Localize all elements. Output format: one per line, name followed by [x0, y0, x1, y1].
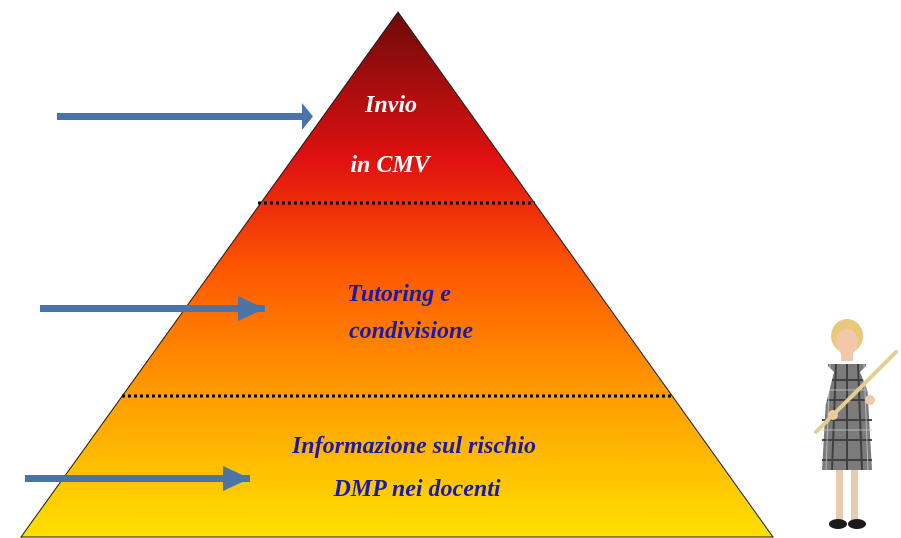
- arrow-bottom: [25, 466, 250, 491]
- arrow-top: [57, 103, 313, 130]
- teacher-with-pointer-illustration: [814, 319, 898, 529]
- tier-middle-label: Tutoring e condivisione: [347, 281, 473, 344]
- tier-bottom-line-1: Informazione sul rischio: [291, 433, 536, 459]
- tier-top-line-2: in CMV: [350, 152, 431, 178]
- tier-middle-line-1: Tutoring e: [347, 281, 451, 307]
- tier-middle-line-2: condivisione: [349, 318, 473, 344]
- tier-top-line-1: Invio: [364, 92, 417, 118]
- arrow-middle: [40, 296, 265, 321]
- pyramid-shape: [20, 11, 774, 538]
- tier-top-label: Invio in CMV: [350, 92, 431, 178]
- tier-bottom-label: Informazione sul rischio DMP nei docenti: [291, 433, 542, 502]
- tier-bottom-line-2: DMP nei docenti: [332, 476, 500, 502]
